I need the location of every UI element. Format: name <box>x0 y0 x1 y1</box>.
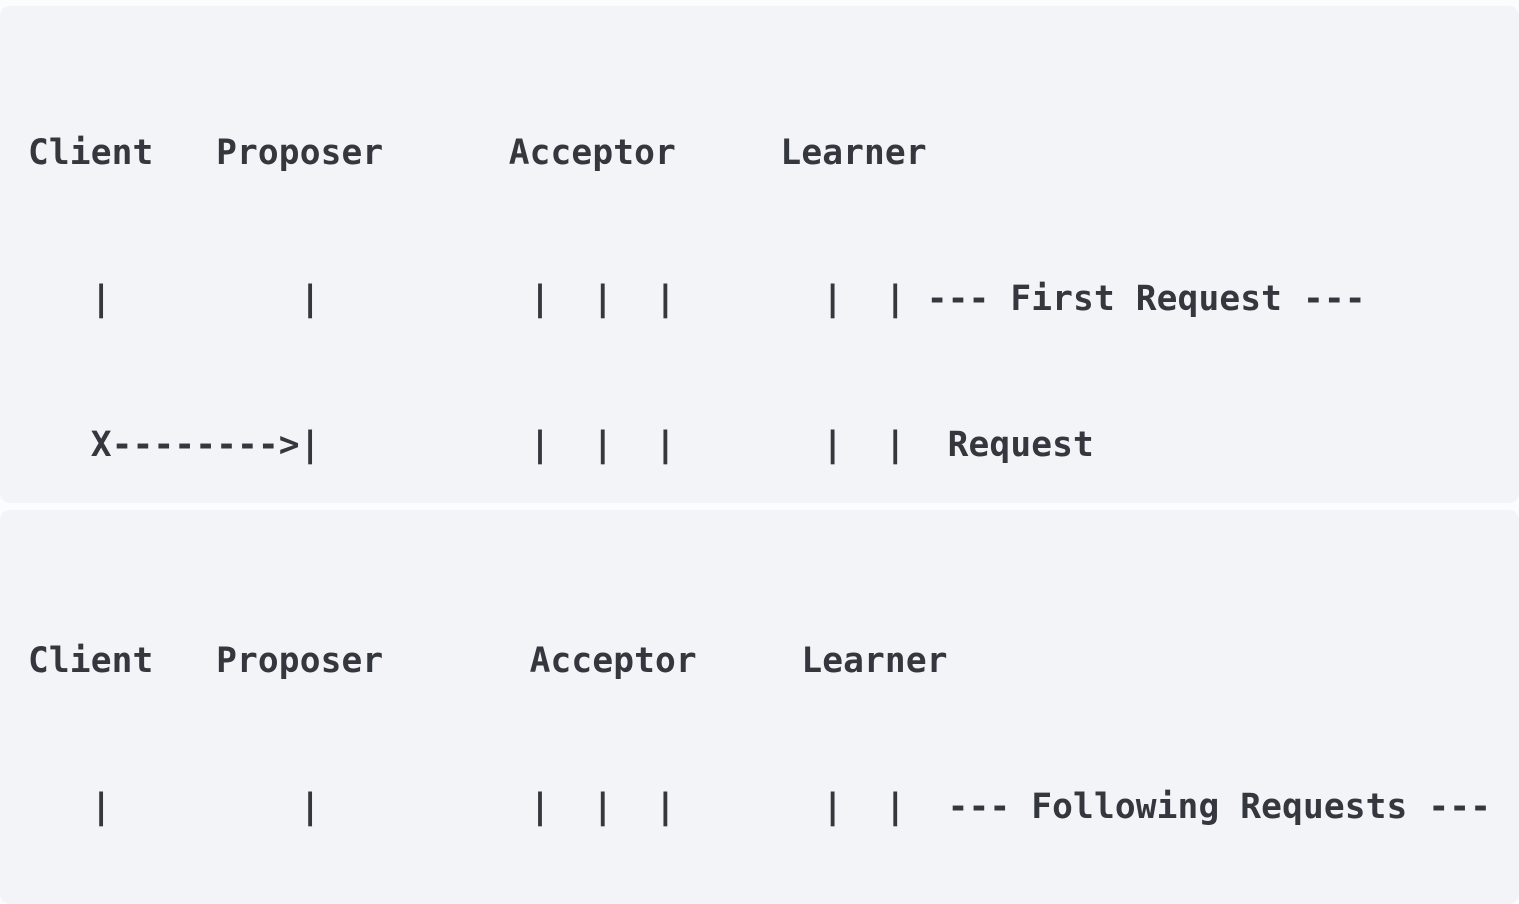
ascii-line-actors-header: Client Proposer Acceptor Learner <box>28 133 927 174</box>
ascii-line-request: X-------->| | | | | | Request <box>28 424 1094 465</box>
ascii-line-section-title: | | | | | | | --- First Request --- <box>28 278 1366 319</box>
following-requests-diagram: Client Proposer Acceptor Learner | | | |… <box>0 510 1519 904</box>
ascii-art-following-requests: Client Proposer Acceptor Learner | | | |… <box>0 510 1519 904</box>
ascii-line-actors-header: Client Proposer Acceptor Learner <box>28 641 948 682</box>
first-request-diagram: Client Proposer Acceptor Learner | | | |… <box>0 6 1519 902</box>
ascii-line-section-title: | | | | | | | --- Following Requests --- <box>28 786 1492 827</box>
